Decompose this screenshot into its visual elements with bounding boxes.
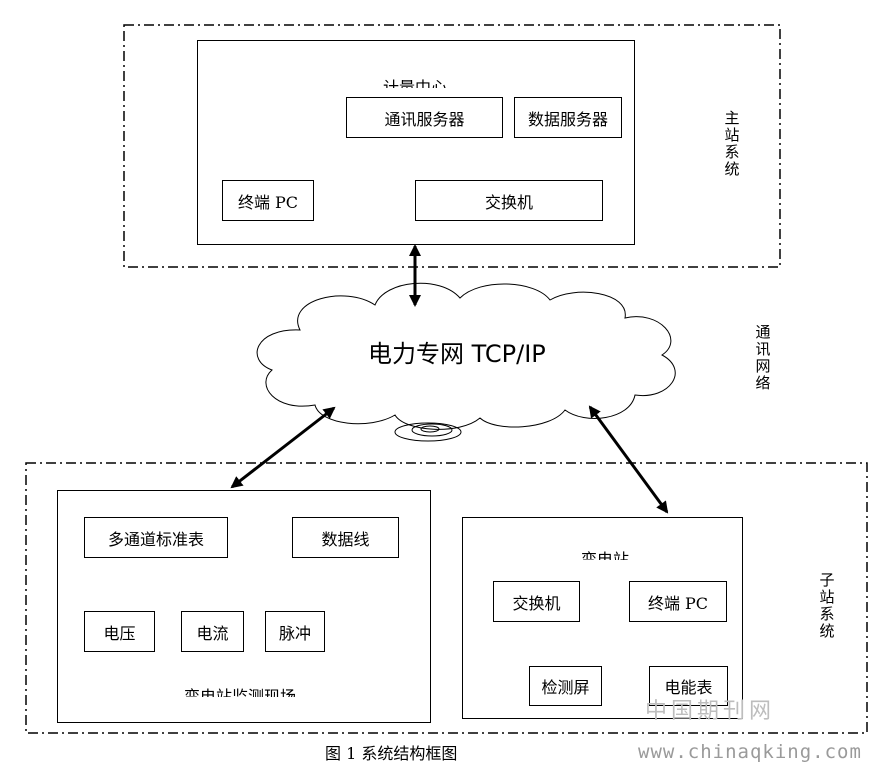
current-box: 电流 (181, 611, 244, 652)
metering-center-title: 计量中心 (382, 78, 447, 88)
watermark-url: www.chinaqking.com (638, 741, 862, 763)
energy-meter-box: 电能表 (649, 666, 728, 706)
network-cloud (256, 282, 676, 430)
data-server-box: 数据服务器 (514, 97, 622, 138)
standard-meter-box: 多通道标准表 (84, 517, 228, 558)
figure-caption: 图 1 系统结构框图 (325, 744, 458, 763)
sub-switch-box: 交换机 (493, 581, 580, 622)
sub-station-frame (25, 462, 868, 734)
main-terminal-pc-box: 终端 PC (222, 180, 314, 221)
pulse-box: 脉冲 (265, 611, 325, 652)
main-switch-box: 交换机 (415, 180, 603, 221)
network-cloud-label: 电力专网 TCP/IP (368, 340, 546, 368)
network-label: 通讯网络 (755, 323, 771, 392)
sub-system-label: 子站系统 (819, 571, 835, 640)
data-line-box: 数据线 (292, 517, 399, 558)
substation-title: 变电站 (580, 550, 629, 560)
watermark-cn: 中国期刊网 (645, 699, 776, 724)
voltage-box: 电压 (84, 611, 155, 652)
sub-terminal-pc-box: 终端 PC (629, 581, 727, 622)
comm-server-box: 通讯服务器 (346, 97, 503, 138)
monitor-site-title: 变电站监测现场 (183, 687, 296, 697)
detect-screen-box: 检测屏 (529, 666, 602, 706)
main-system-label: 主站系统 (724, 109, 740, 178)
main-station-frame (123, 24, 781, 268)
